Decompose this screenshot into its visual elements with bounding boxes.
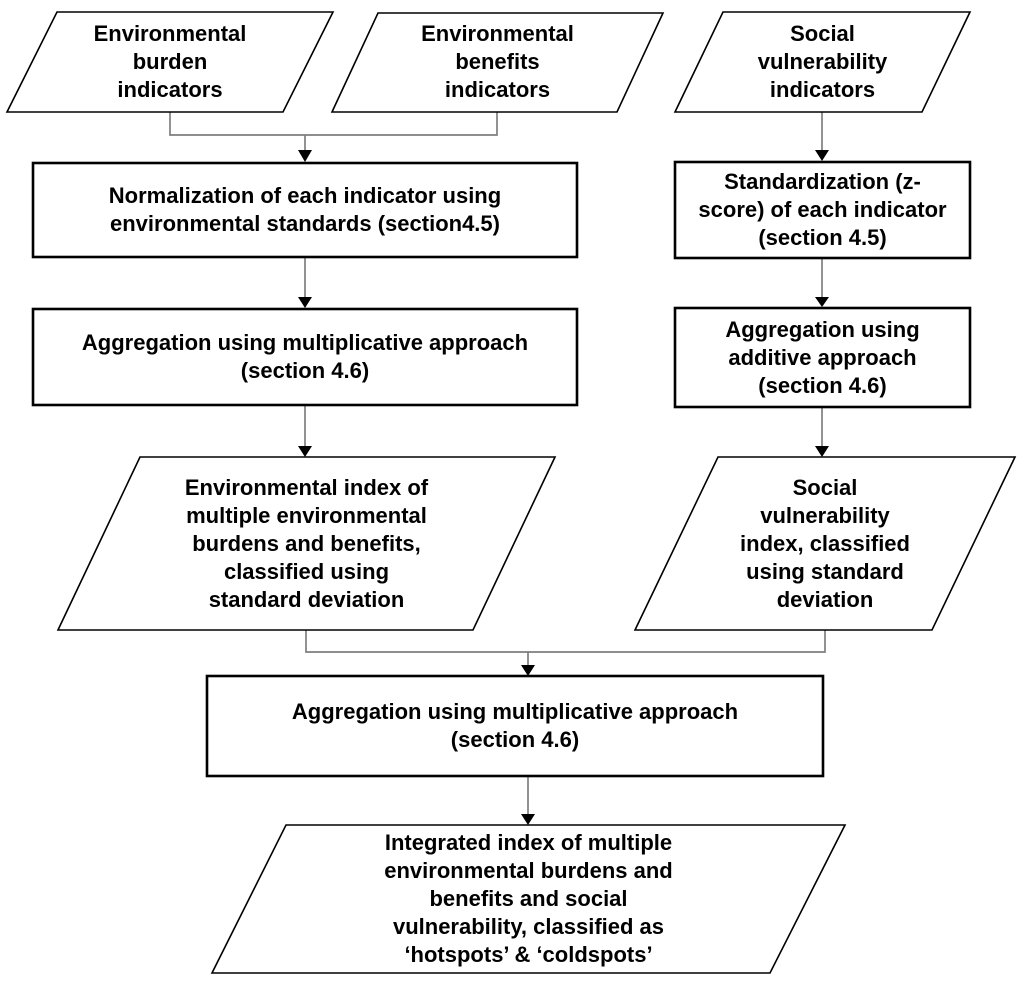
node-label-standardization: Standardization (z- score) of each indic… [698, 169, 947, 250]
node-label-integrated-index: Integrated index of multiple environment… [384, 830, 673, 967]
node-label-aggregation-multiplicative-combined: Aggregation using multiplicative approac… [291, 699, 739, 752]
node-shape-social-vulnerability-index [633, 456, 1017, 631]
node-label-env-benefits: Environmental benefits indicators [421, 21, 574, 102]
node-label-normalization: Normalization of each indicator using en… [108, 183, 502, 236]
node-shape-aggregation-additive-social [673, 306, 972, 409]
arrowhead-to-normalization [298, 150, 312, 162]
merge-connector-burden-benefits [169, 112, 498, 136]
node-label-social-indicators: Social vulnerability indicators [757, 21, 888, 102]
node-shape-social-indicators [673, 11, 972, 113]
node-shape-aggregation-multiplicative-env [31, 307, 579, 407]
node-label-environmental-index: Environmental index of multiple environm… [184, 474, 429, 612]
arrowhead-to-environmental-index [298, 446, 312, 457]
arrowhead-to-combined-aggregation [521, 665, 535, 676]
node-shape-aggregation-multiplicative-combined [205, 674, 825, 778]
merge-connector-indices [305, 630, 826, 653]
arrowhead-to-integrated-index [521, 814, 535, 825]
connector-layer [169, 112, 829, 825]
node-label-aggregation-additive-social: Aggregation using additive approach (sec… [725, 316, 920, 398]
arrowhead-to-standardization [815, 150, 829, 161]
node-shape-standardization [673, 160, 972, 260]
node-layer [5, 11, 1017, 974]
node-shape-environmental-index [56, 456, 557, 631]
node-shape-normalization [31, 161, 579, 259]
arrowhead-to-social-index [815, 446, 829, 457]
node-shape-integrated-index [210, 824, 847, 974]
node-shape-env-burden [5, 11, 335, 113]
node-label-env-burden: Environmental burden indicators [93, 21, 247, 102]
node-shape-env-benefits [330, 12, 665, 113]
node-label-aggregation-multiplicative-env: Aggregation using multiplicative approac… [81, 330, 529, 383]
arrowhead-standardization-to-aggregation [815, 297, 829, 307]
node-label-social-vulnerability-index: Social vulnerability index, classified u… [740, 474, 910, 612]
arrowhead-normalization-to-aggregation [298, 297, 312, 308]
